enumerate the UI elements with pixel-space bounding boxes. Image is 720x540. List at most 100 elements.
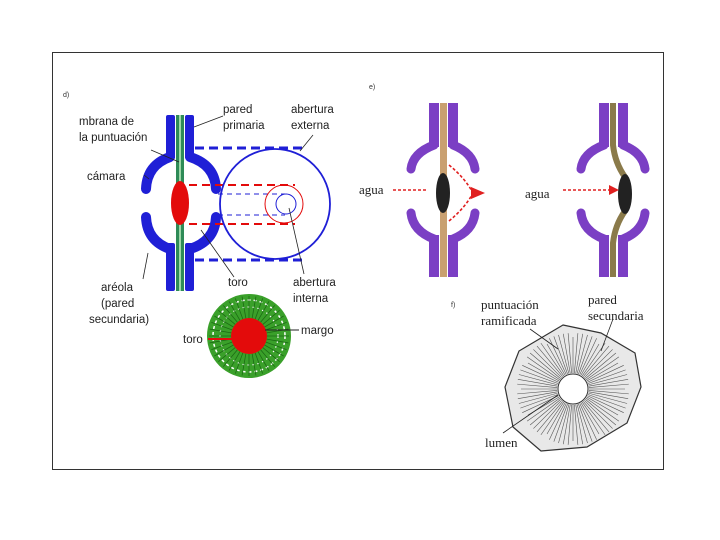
torus-face (231, 318, 267, 354)
cell-striation (526, 356, 561, 381)
cell-striation (567, 404, 572, 445)
cell-striation (583, 345, 610, 377)
margo-strand (228, 351, 241, 371)
panel-e-marker: e) (369, 84, 375, 91)
ramified-pit-cell (504, 324, 642, 452)
cell-striation (558, 404, 570, 444)
cell-striation (579, 338, 597, 375)
cell-striation (567, 333, 572, 374)
torus (171, 181, 189, 225)
panel-e: e) agua (359, 84, 650, 277)
label-secondary-wall-1: pared (588, 292, 617, 307)
leader-lumen (502, 394, 559, 434)
margo-strand (209, 328, 232, 334)
cell-striation (517, 383, 558, 388)
cell-striation (527, 362, 560, 382)
cell-striation (540, 401, 565, 436)
label-primary-wall-1: pared (223, 104, 252, 116)
cell-striation (558, 334, 570, 374)
leader-inner-aperture (288, 207, 305, 275)
margo-strand (260, 305, 276, 323)
label-outer-aperture-1: abertura (291, 104, 334, 116)
margo-strand (214, 315, 234, 328)
cell-striation (588, 390, 629, 395)
cell-striation (576, 334, 588, 374)
margo-strand (251, 353, 257, 376)
primary-wall-left-bottom (166, 243, 175, 291)
panel-f: f) puntuación ramificada pared secundari… (451, 292, 644, 452)
leader-torus (200, 229, 235, 278)
margo-strand (262, 347, 280, 363)
cell-striation (588, 391, 629, 400)
cell-striation (518, 392, 558, 404)
cell-striation (580, 402, 600, 435)
primary-wall-left-top (166, 115, 175, 159)
margo-strand (257, 301, 270, 321)
cell-striation (588, 378, 629, 387)
margo-strand (264, 344, 284, 357)
label-chamber: cámara (87, 171, 126, 183)
inner-aperture-circle (275, 193, 297, 215)
cell-striation (520, 369, 559, 384)
torus-face-circle (264, 184, 304, 224)
pit-aspirated (576, 103, 650, 277)
cell-striation (562, 404, 571, 445)
cell-striation (576, 404, 588, 444)
pit-diagram: d) mbrana de (63, 84, 650, 452)
cell-striation (584, 400, 613, 429)
cell-striation (522, 365, 559, 383)
cell-striation (578, 336, 593, 375)
cell-striation (536, 345, 563, 377)
cell-striation (578, 403, 593, 442)
cell-striation (518, 374, 558, 386)
cell-striation (585, 356, 620, 381)
cell-striation (587, 394, 626, 409)
cell-striation (517, 390, 558, 395)
margo-strand (218, 309, 236, 325)
cell-striation (575, 333, 584, 374)
margo-strand (257, 351, 270, 371)
cell-striation (526, 397, 561, 422)
leader-primary-wall (193, 115, 224, 128)
margo-strand (241, 296, 247, 319)
cell-striation (517, 378, 558, 387)
primary-wall-right-top (185, 115, 194, 159)
cell-striation (517, 391, 558, 400)
margo-torus-view (207, 294, 291, 378)
cell-striation (579, 403, 597, 440)
leader-areola (142, 252, 149, 280)
leader-chamber (143, 174, 150, 180)
cell-striation (549, 338, 567, 375)
outer-aperture-circle (219, 148, 331, 260)
cell-striation (588, 392, 628, 404)
margo-strand (254, 352, 264, 374)
cell-striation (585, 399, 617, 426)
label-torus: toro (228, 277, 248, 289)
margo-strand (262, 309, 280, 325)
cell-striation (533, 349, 562, 378)
lumen-area (557, 373, 589, 405)
cell-striation (586, 396, 619, 416)
label-areola-2: (pared (101, 298, 134, 310)
cell-striation (584, 349, 613, 378)
areola-left-lower (141, 212, 175, 254)
cell-striation (574, 333, 579, 374)
label-water-right: agua (525, 186, 550, 201)
cell-striation (549, 403, 567, 440)
leader-secondary-wall (600, 318, 614, 352)
label-water-left: agua (359, 182, 384, 197)
torus-aspirated (618, 174, 632, 214)
margo-strand (251, 296, 257, 319)
margo-strand (266, 338, 289, 344)
label-ramified-1: puntuación (481, 297, 539, 312)
margo-strand (264, 315, 284, 328)
cell-striation (546, 343, 566, 376)
cell-striation (553, 336, 568, 375)
leader-ramified (529, 328, 559, 350)
panel-f-marker: f) (451, 302, 455, 309)
cell-striation (581, 401, 606, 436)
cell-striation (574, 404, 579, 445)
cell-striation (533, 400, 562, 429)
flow-arrow-open (471, 187, 485, 199)
margo-strand (222, 349, 238, 367)
